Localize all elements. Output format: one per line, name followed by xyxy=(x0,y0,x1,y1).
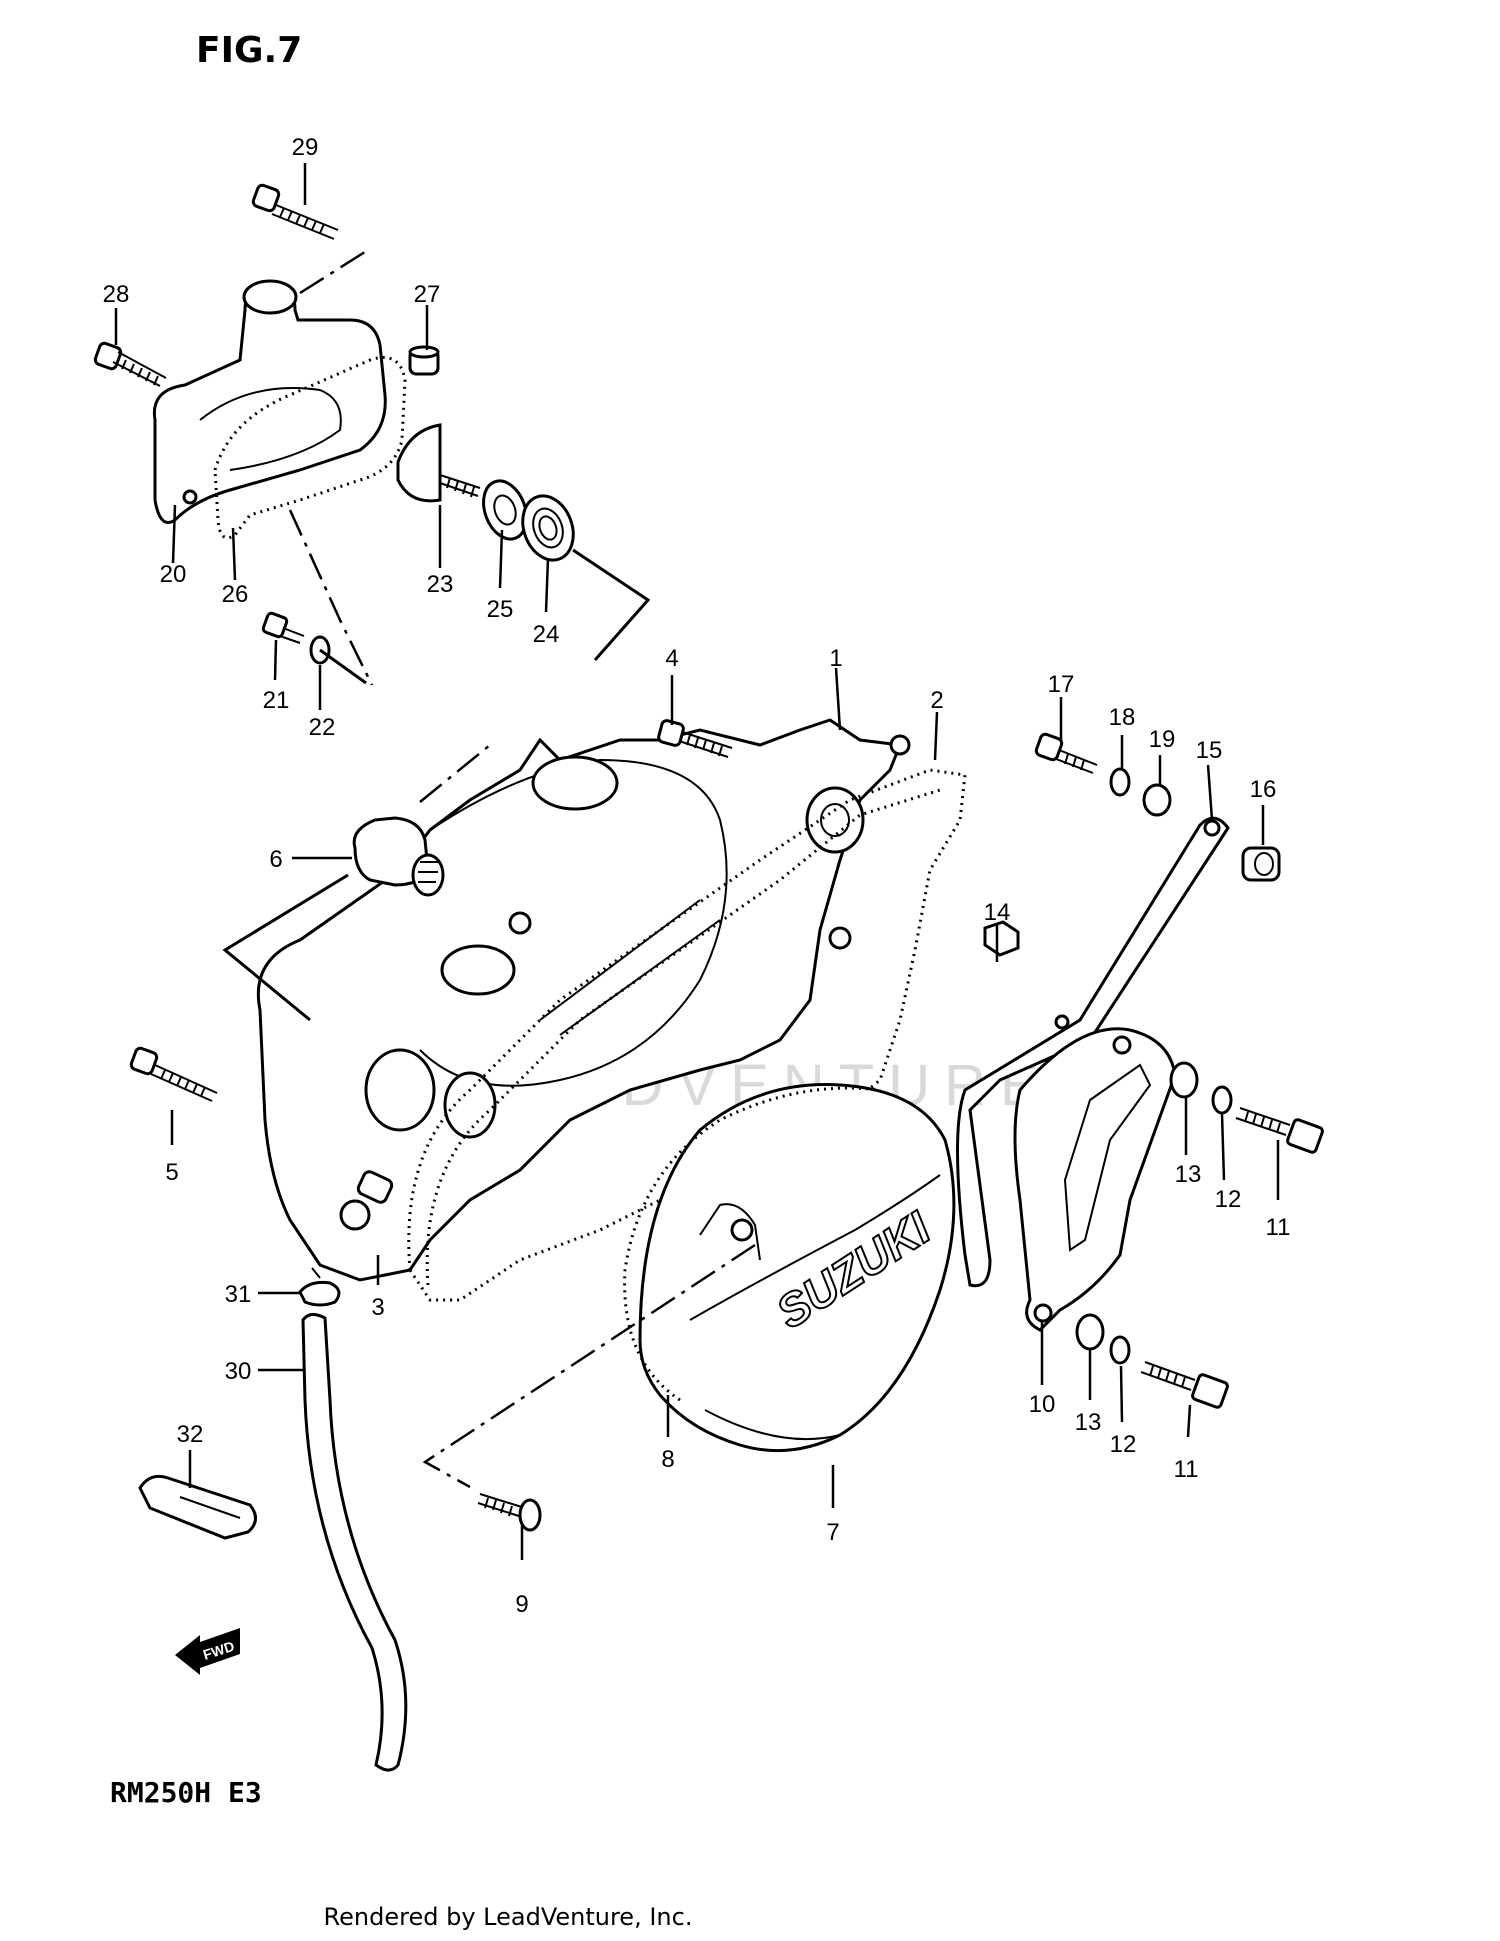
label-13a: 13 xyxy=(1175,1161,1202,1188)
part-labels: 29 28 27 20 26 23 25 24 21 22 4 1 2 17 1… xyxy=(103,134,1291,1618)
bolt-17 xyxy=(1034,732,1098,774)
label-7: 7 xyxy=(826,1519,839,1546)
water-pump-cover-20 xyxy=(152,279,387,524)
label-12a: 12 xyxy=(1215,1186,1242,1213)
leader-pump-bolt xyxy=(288,509,374,686)
label-22: 22 xyxy=(309,714,336,741)
footer-credit: Rendered by LeadVenture, Inc. xyxy=(324,1903,693,1931)
bolt-28 xyxy=(93,341,167,387)
washer-18 xyxy=(1109,767,1131,797)
label-6: 6 xyxy=(269,846,282,873)
label-21: 21 xyxy=(263,687,290,714)
label-20: 20 xyxy=(160,561,187,588)
label-2: 2 xyxy=(930,687,943,714)
cover-gasket-2 xyxy=(407,768,967,1302)
breather-hose-30 xyxy=(301,1313,408,1772)
label-8: 8 xyxy=(661,1446,674,1473)
bolt-5 xyxy=(129,1046,218,1102)
mechanical-seal-25 xyxy=(482,479,528,541)
figure-title: FIG.7 xyxy=(196,30,302,71)
label-32: 32 xyxy=(177,1421,204,1448)
washer-13b xyxy=(1075,1313,1105,1351)
label-27: 27 xyxy=(414,281,441,308)
label-15: 15 xyxy=(1196,737,1223,764)
label-24: 24 xyxy=(533,621,560,648)
hose-clamp-32 xyxy=(138,1474,257,1540)
collar-16 xyxy=(1241,846,1281,882)
washer-19 xyxy=(1142,783,1172,817)
label-26: 26 xyxy=(222,581,249,608)
label-16: 16 xyxy=(1250,776,1277,803)
label-leaders xyxy=(114,163,1280,1560)
label-25: 25 xyxy=(487,596,514,623)
dowel-pin-3 xyxy=(356,1170,394,1204)
label-29: 29 xyxy=(292,134,319,161)
label-11b: 11 xyxy=(1174,1456,1199,1483)
magneto-cover-7: SUZUKI xyxy=(638,1083,956,1453)
label-4: 4 xyxy=(665,645,678,672)
pump-gasket-26 xyxy=(213,356,407,540)
clip-31 xyxy=(298,1267,341,1307)
model-code: RM250H E3 xyxy=(110,1776,262,1809)
label-12b: 12 xyxy=(1110,1431,1137,1458)
label-13b: 13 xyxy=(1075,1409,1102,1436)
bolt-29 xyxy=(251,183,339,240)
bearing-24 xyxy=(521,494,575,562)
label-19: 19 xyxy=(1149,726,1176,753)
bracket-plate-15 xyxy=(956,816,1230,1288)
leader-29 xyxy=(299,248,369,295)
label-17: 17 xyxy=(1048,671,1075,698)
label-1: 1 xyxy=(829,645,842,672)
washer-12a xyxy=(1211,1085,1233,1115)
sprocket-guard-10 xyxy=(1013,1027,1177,1332)
bolt-11b xyxy=(1140,1361,1229,1409)
impeller-23 xyxy=(396,423,481,503)
bolt-4 xyxy=(657,719,733,758)
label-31: 31 xyxy=(225,1281,252,1308)
label-23: 23 xyxy=(427,571,454,598)
cover-gasket-8 xyxy=(623,1086,881,1402)
label-28: 28 xyxy=(103,281,130,308)
label-30: 30 xyxy=(225,1358,252,1385)
label-18: 18 xyxy=(1109,704,1136,731)
nut-14 xyxy=(983,920,1020,957)
forward-arrow: FWD xyxy=(175,1628,240,1675)
label-11a: 11 xyxy=(1266,1214,1291,1241)
dowel-pin-27 xyxy=(408,345,440,376)
label-14: 14 xyxy=(984,899,1011,926)
bolt-11a xyxy=(1235,1107,1324,1154)
washer-12b xyxy=(1109,1335,1131,1365)
label-5: 5 xyxy=(165,1159,178,1186)
label-3: 3 xyxy=(371,1294,384,1321)
label-10: 10 xyxy=(1029,1391,1056,1418)
label-9: 9 xyxy=(515,1591,528,1618)
screw-9 xyxy=(477,1493,542,1532)
oil-filler-cap-6 xyxy=(352,816,445,897)
bolt-21 xyxy=(261,611,305,644)
washer-13a xyxy=(1169,1061,1199,1099)
